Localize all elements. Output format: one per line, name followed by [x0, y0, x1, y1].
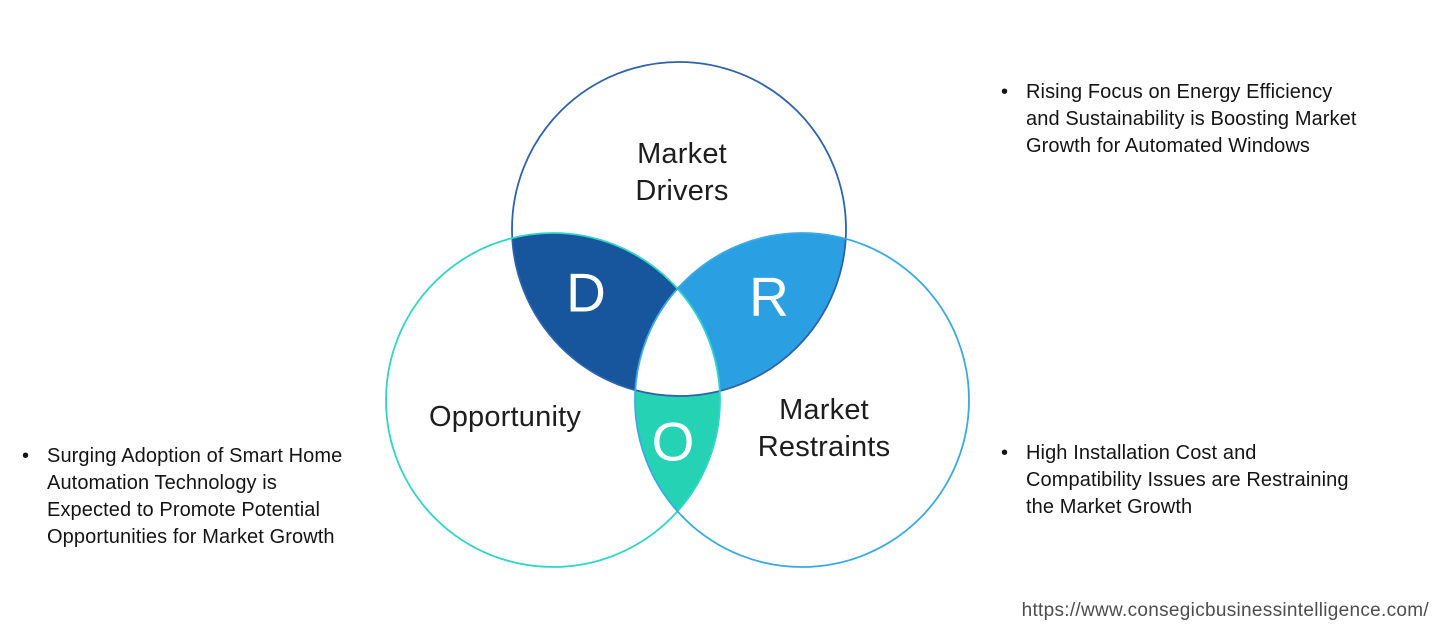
intersection-letter-r: R — [749, 265, 789, 328]
bullet-icon: • — [22, 445, 30, 467]
opportunity-note: • Surging Adoption of Smart Home Automat… — [22, 443, 412, 551]
opportunity-note-text: Surging Adoption of Smart Home Automatio… — [47, 445, 343, 548]
drivers-opportunity-intersection — [512, 233, 720, 396]
drivers-note-text: Rising Focus on Energy Efficiency and Su… — [1026, 81, 1357, 157]
restraints-note-text: High Installation Cost and Compatibility… — [1026, 442, 1349, 518]
drivers-note: • Rising Focus on Energy Efficiency and … — [1001, 79, 1441, 160]
intersection-letter-d: D — [566, 261, 606, 324]
opportunity-circle — [385, 232, 721, 568]
restraints-circle-label: Market Restraints — [757, 394, 891, 463]
bullet-icon: • — [1001, 442, 1009, 464]
source-url: https://www.consegicbusinessintelligence… — [1021, 600, 1429, 621]
restraints-circle — [634, 232, 970, 568]
intersection-letter-o: O — [651, 410, 695, 473]
drivers-circle-label: Market Drivers — [635, 138, 729, 207]
bullet-icon: • — [1001, 81, 1009, 103]
drivers-circle — [511, 61, 847, 397]
drivers-restraints-intersection — [635, 233, 846, 396]
restraints-note: • High Installation Cost and Compatibili… — [1001, 440, 1441, 521]
opportunity-circle-label: Opportunity — [428, 401, 582, 433]
